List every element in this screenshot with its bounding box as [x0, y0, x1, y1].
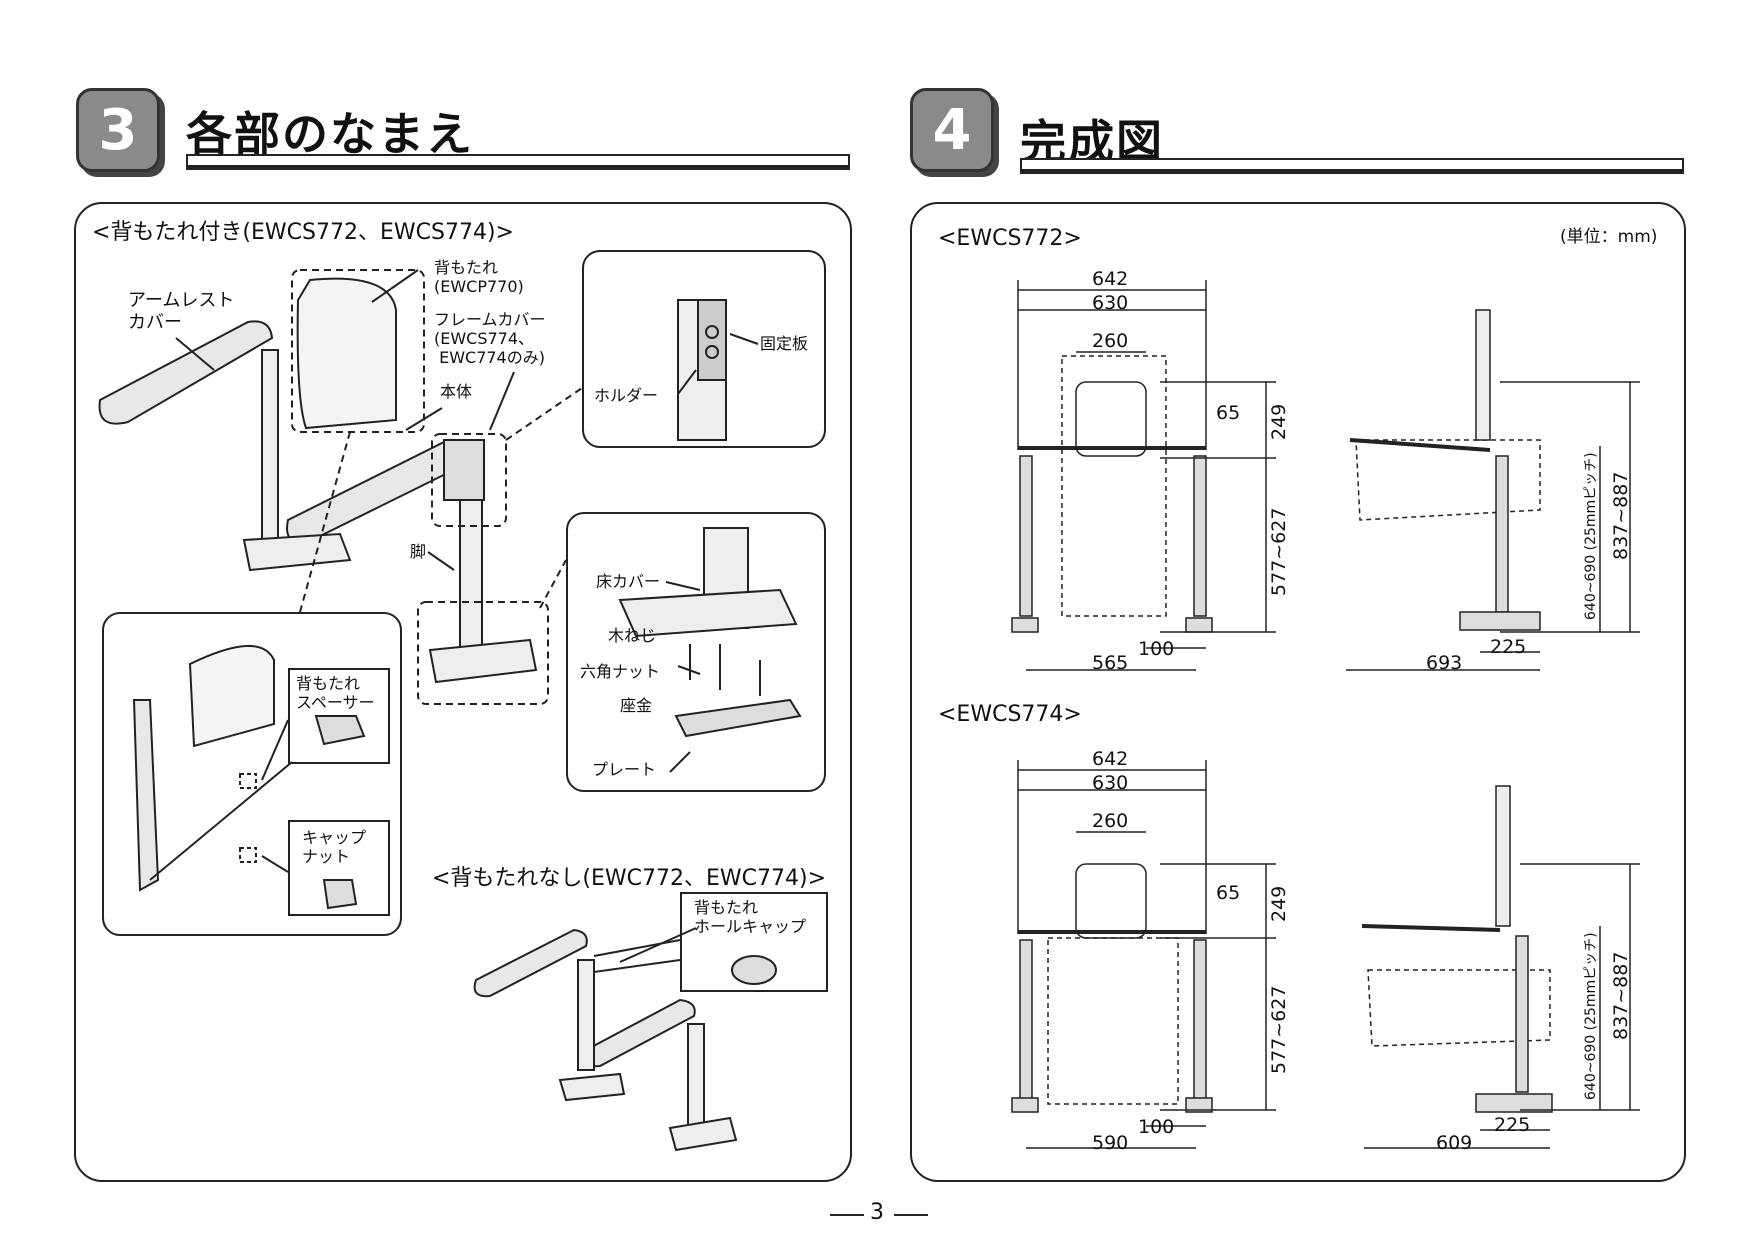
label-frame-cover: フレームカバー (EWCS774、 EWC774のみ): [434, 310, 546, 367]
label-body: 本体: [440, 382, 473, 401]
dim-577-627: 577~627: [1268, 985, 1290, 1074]
unit-label: (単位：mm): [1560, 227, 1658, 247]
label-cap-nut: キャップ ナット: [302, 828, 367, 866]
m2-side-leg: [1515, 935, 1529, 1093]
dim-249: 249: [1268, 403, 1290, 440]
section-title-rule: [186, 154, 850, 170]
label-backrest: 背もたれ (EWCP770): [434, 258, 524, 296]
label-hex-nut: 六角ナット: [580, 662, 661, 681]
frame-cover: [443, 439, 485, 501]
model-title-2: <EWCS774>: [938, 702, 1082, 727]
m1-side-backrest: [1475, 309, 1491, 441]
plate-drawing: [674, 698, 802, 738]
inset-armrest: [132, 699, 160, 892]
m2-side-toilet: [1367, 969, 1551, 1047]
completion-panel: [910, 202, 1686, 1182]
subtitle-with-backrest: <背もたれ付き(EWCS772、EWCS774)>: [92, 220, 514, 245]
m1-front-leg-right: [1193, 455, 1207, 617]
inset-backrest: [188, 644, 275, 748]
model-title-1: <EWCS772>: [938, 226, 1082, 251]
dim-577-627: 577~627: [1268, 507, 1290, 596]
section-title-parts: 各部のなまえ: [186, 107, 474, 161]
backrest-drawing: [296, 277, 397, 430]
label-fixing-plate: 固定板: [760, 334, 809, 353]
m1-front-backrest: [1075, 381, 1147, 457]
page-number-rule-right: [894, 1214, 928, 1216]
m2-front-toilet: [1047, 937, 1179, 1105]
dim-640-690: 640~690 (25mmピッチ): [1583, 452, 1599, 620]
dim-630: 630: [1092, 772, 1129, 794]
m1-front-leg-left: [1019, 455, 1033, 617]
hole-cap-drawing: [731, 955, 777, 985]
dim-565: 565: [1092, 652, 1129, 674]
label-plate: プレート: [592, 760, 657, 779]
section-number-badge-4: 4: [910, 88, 994, 172]
nb-armrest-left: [473, 928, 588, 998]
page-number-rule-left: [830, 1214, 864, 1216]
m2-front-leg-right: [1193, 939, 1207, 1101]
m1-side-leg: [1495, 455, 1509, 613]
dim-837-887: 837~887: [1610, 951, 1632, 1040]
m1-side-toilet: [1355, 439, 1541, 521]
floor-detail-inset: [566, 512, 826, 792]
nb-foot-right: [668, 1116, 738, 1152]
label-washer: 座金: [620, 696, 653, 715]
m2-front-leg-left: [1019, 939, 1033, 1101]
dim-640-690: 640~690 (25mmピッチ): [1583, 932, 1599, 1100]
dim-609: 609: [1436, 1132, 1473, 1154]
nb-foot-left: [558, 1072, 626, 1102]
section-number-badge-3: 3: [76, 88, 160, 172]
label-holder: ホルダー: [594, 386, 659, 405]
dim-225: 225: [1490, 636, 1527, 658]
dim-65: 65: [1216, 882, 1241, 904]
foot-left: [242, 532, 352, 572]
m2-side-backrest: [1495, 785, 1511, 927]
holder-block: [697, 299, 727, 381]
label-armrest-cover: アームレスト カバー: [128, 290, 235, 333]
label-backrest-spacer: 背もたれ スペーサー: [296, 674, 375, 712]
dim-260: 260: [1092, 330, 1129, 352]
nb-leg-left: [577, 959, 595, 1071]
label-floor-cover: 床カバー: [596, 572, 661, 591]
section-number: 4: [932, 97, 972, 163]
frame-highlight: [431, 433, 507, 527]
section-number: 3: [98, 97, 138, 163]
dim-225: 225: [1494, 1114, 1531, 1136]
foot-highlight: [417, 601, 549, 705]
label-backrest-hole-cap: 背もたれ ホールキャップ: [694, 898, 807, 936]
spacer-drawing: [314, 715, 366, 746]
floor-cover-drawing: [618, 588, 798, 638]
subtitle-no-backrest: <背もたれなし(EWC772、EWC774)>: [432, 866, 827, 891]
dim-642: 642: [1092, 748, 1129, 770]
dim-249: 249: [1268, 885, 1290, 922]
dim-65: 65: [1216, 402, 1241, 424]
cap-nut-callout-box: [288, 820, 390, 916]
dim-630: 630: [1092, 292, 1129, 314]
dim-642: 642: [1092, 268, 1129, 290]
label-leg: 脚: [410, 542, 427, 561]
label-wood-screw: 木ねじ: [608, 626, 657, 645]
dim-590: 590: [1092, 1132, 1129, 1154]
dim-260: 260: [1092, 810, 1129, 832]
section-title-rule: [1020, 158, 1684, 174]
dim-100: 100: [1138, 638, 1175, 660]
armrest-left: [98, 320, 274, 425]
dim-837-887: 837~887: [1610, 471, 1632, 560]
cap-nut-drawing: [322, 879, 358, 910]
page-number: 3: [870, 1200, 884, 1225]
foot-right: [428, 638, 538, 684]
dim-693: 693: [1426, 652, 1463, 674]
m1-front-toilet: [1061, 355, 1167, 617]
dim-100: 100: [1138, 1116, 1175, 1138]
m2-front-backrest: [1075, 863, 1147, 939]
